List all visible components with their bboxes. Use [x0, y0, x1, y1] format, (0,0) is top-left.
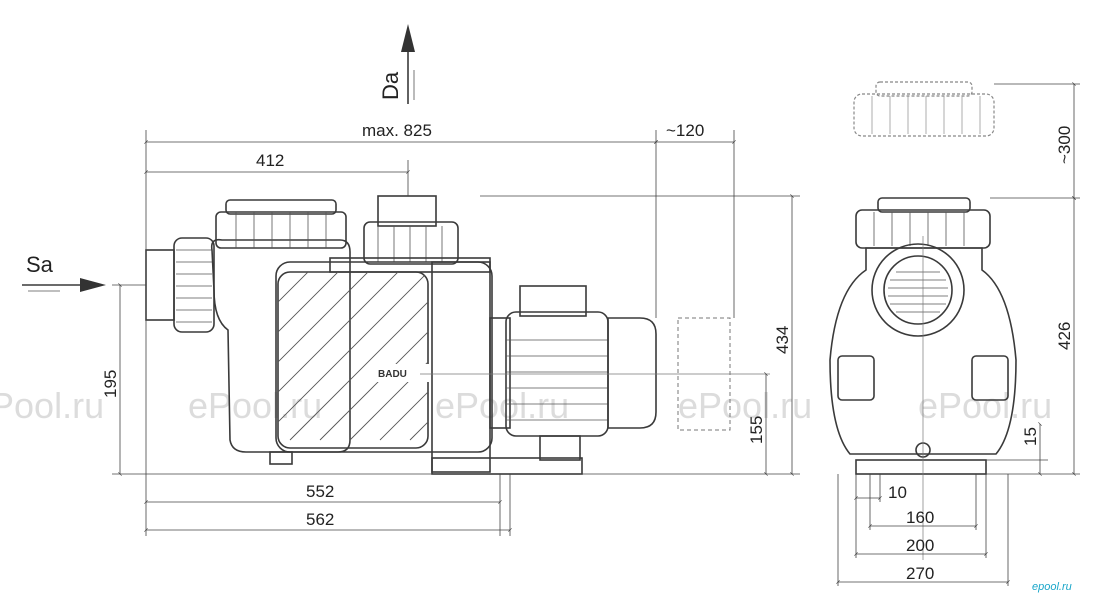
motor-foot [539, 435, 581, 461]
casing-section [277, 271, 429, 449]
dim-offset-10: 10 [888, 483, 907, 502]
discharge-label: Da [378, 71, 403, 100]
strainer-lid [215, 199, 347, 249]
watermark: ePool.ru [918, 385, 1052, 426]
pump-housing [275, 261, 493, 453]
right-rib [971, 355, 1009, 401]
removed-lid [853, 81, 995, 137]
dim-suction-height: 195 [101, 370, 120, 398]
dim-shaft-height: 155 [747, 416, 766, 444]
discharge-connector [363, 195, 459, 265]
watermark-row: ePool.ru ePool.ru ePool.ru ePool.ru ePoo… [0, 385, 1052, 426]
dim-width-270: 270 [906, 564, 934, 583]
dim-length-552: 552 [306, 482, 334, 501]
dim-motor-clearance: ~120 [666, 121, 704, 140]
site-logo: epool.ru [1032, 581, 1072, 593]
side-dimensions: max. 825 ~120 412 434 155 195 552 562 [101, 121, 800, 536]
watermark: ePool.ru [435, 385, 569, 426]
terminal-box [519, 285, 587, 317]
brand-label: BADU [378, 369, 407, 380]
dim-cover-clearance: ~300 [1055, 126, 1074, 164]
inlet-ring [871, 243, 965, 337]
front-body [829, 247, 1017, 455]
dim-width-160: 160 [906, 508, 934, 527]
dim-height-front: 426 [1055, 322, 1074, 350]
motor [489, 285, 657, 461]
suction-ribs [173, 237, 215, 333]
watermark: ePool.ru [188, 385, 322, 426]
suction-port [145, 249, 175, 321]
dim-height-side: 434 [773, 326, 792, 354]
dim-foot-height: 15 [1021, 427, 1040, 446]
dim-width-200: 200 [906, 536, 934, 555]
front-dimensions: ~300 426 15 10 160 200 270 [836, 82, 1080, 586]
dim-length-562: 562 [306, 510, 334, 529]
left-rib [837, 355, 875, 401]
strainer-pot [210, 238, 351, 453]
front-base [855, 459, 987, 475]
watermark: ePool.ru [678, 385, 812, 426]
suction-label: Sa [26, 252, 54, 277]
dim-max-length: max. 825 [362, 121, 432, 140]
discharge-arrow: Da [378, 24, 415, 104]
suction-arrow: Sa [22, 252, 106, 292]
dim-suction-discharge: 412 [256, 151, 284, 170]
front-view [829, 81, 1017, 560]
inlet-grille [888, 271, 948, 313]
drain-plug [269, 451, 293, 465]
side-view: BADU [145, 195, 770, 475]
base-foot [431, 457, 583, 475]
casing-hatching [278, 272, 428, 441]
fan-cover [607, 317, 657, 429]
motor-bracket [431, 261, 491, 473]
inlet-port [883, 255, 953, 325]
watermark: ePool.ru [0, 385, 104, 426]
